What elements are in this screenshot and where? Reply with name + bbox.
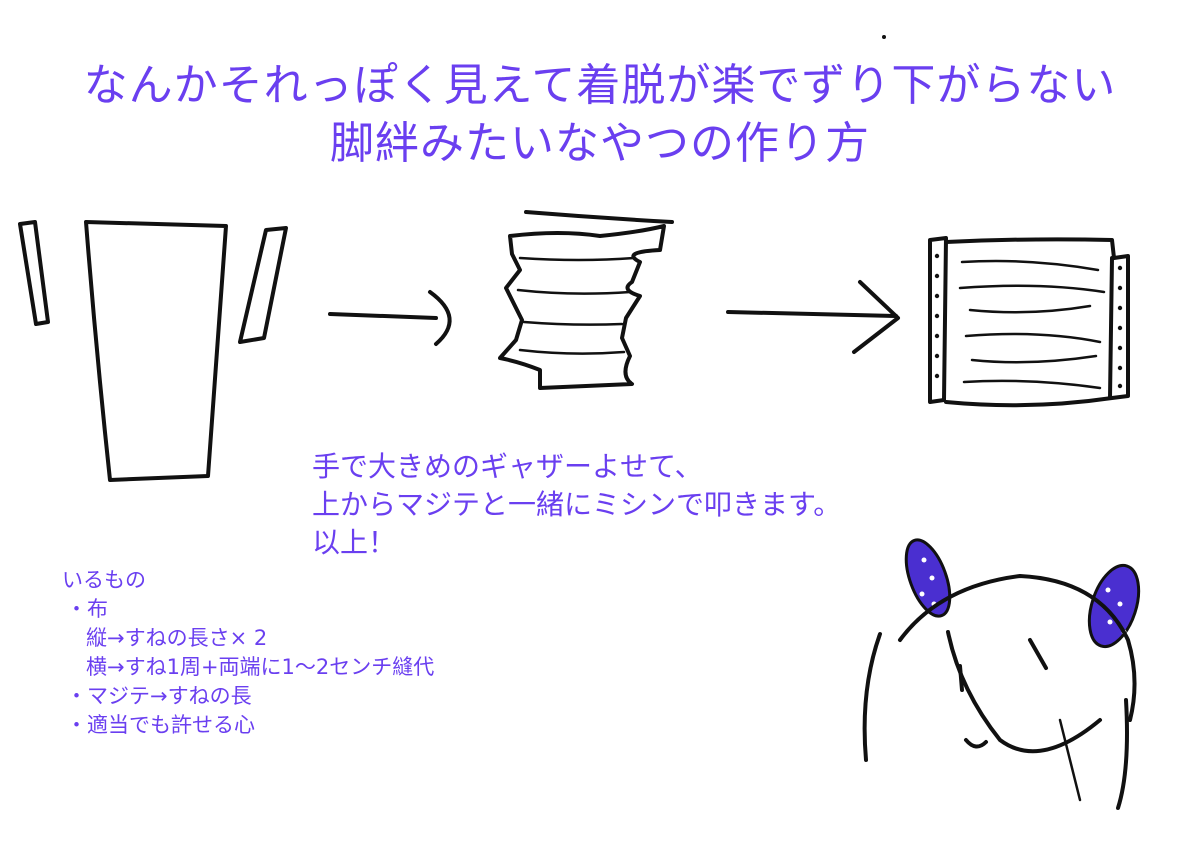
materials-item-velcro: ・マジテ→すねの長 [66,684,252,708]
gathered-cloth-outline [498,224,666,390]
gather-fold [516,288,632,295]
gather-line [960,259,1100,272]
instructions-note: 手で大きめのギャザーよせて、 上からマジテと一緒にミシンで叩きます。 以上！ [312,448,841,562]
hair-right-side [1116,698,1129,810]
materials-heading: いるもの [62,568,146,592]
hair-top [898,574,1137,722]
legging-body [944,237,1130,408]
materials-cloth-length: 縦→すねの長さ× 2 [86,626,268,650]
hair-ornament-left [904,538,952,618]
arrow-1 [328,290,452,346]
left-tape-strip [18,220,50,326]
gather-line [964,332,1102,344]
arrow-2-shaft [726,310,898,318]
gather-line [970,354,1098,364]
hair-strand [1058,718,1082,802]
gathered-cloth-drawing [498,210,674,390]
arrow-2 [726,280,900,354]
stray-dot [882,35,886,39]
gather-fold [518,256,636,262]
cloth-panel [84,220,228,482]
gathered-top-edge [524,210,674,224]
materials-cloth-width: 横→すね1周+両端に1〜2センチ縫代 [86,655,435,679]
left-tape-band [928,236,948,404]
gather-line [962,379,1102,390]
hair-ornament-right [1087,563,1141,649]
right-seam [1108,256,1114,400]
gather-line [968,304,1092,314]
right-tape-strip [238,226,288,344]
eye-right [1028,638,1048,670]
materials-item-cloth: ・布 [66,597,108,621]
arrow-2-head [852,280,900,354]
stitch-dots-left [934,253,940,379]
gather-fold [518,348,626,355]
flat-cloth-drawing [18,220,288,482]
page-title-line-2: 脚絆みたいなやつの作り方 [330,118,870,169]
page-title-line-1: なんかそれっぽく見えて着脱が楽でずり下がらない [83,60,1117,111]
mouth [964,738,988,749]
instruction-line-1: 手で大きめのギャザーよせて、 [312,450,703,483]
arrow-1-head [428,290,452,346]
character-head-drawing [862,538,1141,810]
arrow-1-shaft [328,312,438,320]
instruction-line-3: 以上！ [312,526,397,559]
gather-line [958,284,1106,294]
eye-left [958,664,964,692]
stitch-dots-right [1117,265,1123,389]
face-outline [946,630,1102,754]
gather-fold [522,320,624,326]
finished-legging-drawing [928,236,1130,408]
materials-list: いるもの ・布 縦→すねの長さ× 2 横→すね1周+両端に1〜2センチ縫代 ・マ… [62,566,434,740]
instruction-line-2: 上からマジテと一緒にミシンで叩きます。 [312,488,842,521]
hair-left-side [862,632,882,762]
materials-item-attitude: ・適当でも許せる心 [66,713,255,737]
